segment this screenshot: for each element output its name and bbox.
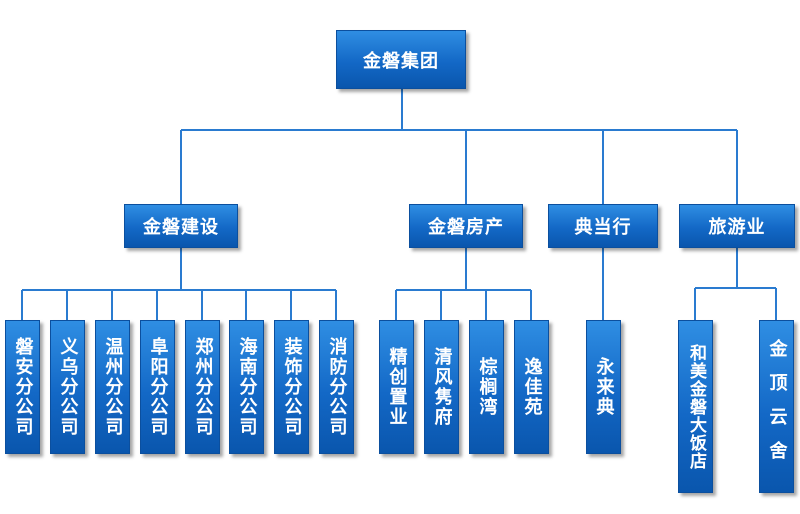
node-branch-decoration: 装饰分公司 <box>274 320 309 454</box>
node-project-zonglvwan: 棕榈湾 <box>469 320 504 454</box>
branch-label: 郑州分公司 <box>192 337 214 437</box>
root-label: 金磐集团 <box>363 50 439 72</box>
node-pawnshop: 典当行 <box>548 204 658 248</box>
branch-label: 消防分公司 <box>326 337 348 437</box>
branch-label: 温州分公司 <box>102 337 124 437</box>
node-branch-yiwu: 义乌分公司 <box>50 320 85 454</box>
node-pawnshop-label: 典当行 <box>574 217 632 238</box>
pawn-label: 永来典 <box>593 357 615 417</box>
node-real-estate: 金磐房产 <box>409 204 523 248</box>
node-real-estate-label: 金磐房产 <box>428 217 504 238</box>
node-branch-zhengzhou: 郑州分公司 <box>185 320 220 454</box>
root-node: 金磐集团 <box>336 30 466 89</box>
node-hotel-hemei: 和美金磐大饭店 <box>678 320 713 493</box>
node-branch-panan: 磐安分公司 <box>5 320 40 454</box>
project-label: 清风隽府 <box>431 347 453 427</box>
node-branch-hainan: 海南分公司 <box>229 320 264 454</box>
project-label: 逸佳苑 <box>521 357 543 417</box>
node-project-yijiayuan: 逸佳苑 <box>514 320 549 454</box>
project-label: 精创置业 <box>386 347 408 427</box>
node-lodge-jinding: 金顶云舍 <box>759 320 794 493</box>
node-branch-fire-protection: 消防分公司 <box>319 320 354 454</box>
node-branch-wenzhou: 温州分公司 <box>95 320 130 454</box>
node-construction: 金磐建设 <box>124 204 238 248</box>
tourism-label: 和美金磐大饭店 <box>686 343 706 470</box>
node-project-qingfeng: 清风隽府 <box>424 320 459 454</box>
branch-label: 阜阳分公司 <box>147 337 169 437</box>
node-project-jingchuang: 精创置业 <box>379 320 414 454</box>
branch-label: 磐安分公司 <box>12 337 34 437</box>
node-pawn-yonglaidian: 永来典 <box>586 320 621 454</box>
node-branch-fuyang: 阜阳分公司 <box>140 320 175 454</box>
tourism-label: 金顶云舍 <box>766 338 788 475</box>
node-tourism: 旅游业 <box>679 204 795 248</box>
project-label: 棕榈湾 <box>476 357 498 417</box>
branch-label: 义乌分公司 <box>57 337 79 437</box>
branch-label: 海南分公司 <box>236 337 258 437</box>
branch-label: 装饰分公司 <box>281 337 303 437</box>
node-construction-label: 金磐建设 <box>143 217 219 238</box>
node-tourism-label: 旅游业 <box>708 217 766 238</box>
